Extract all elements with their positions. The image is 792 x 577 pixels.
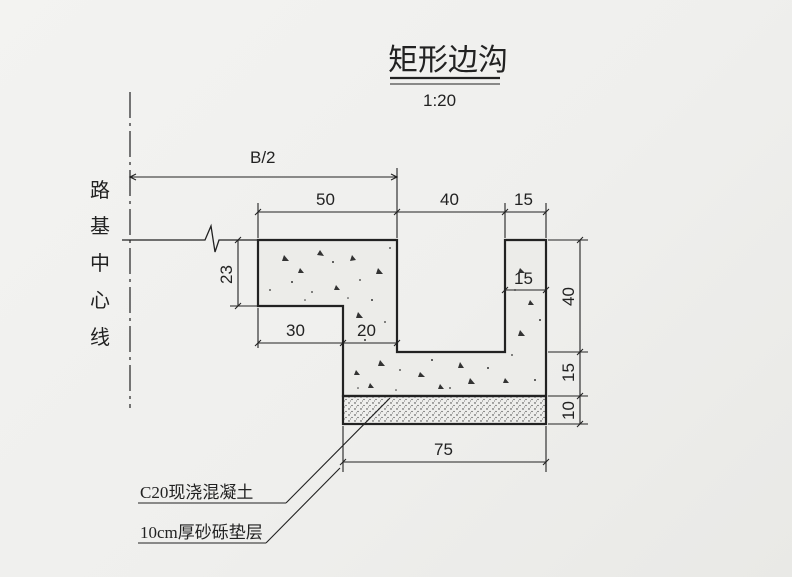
break-line: [122, 223, 258, 253]
drawing-scale: 1:20: [423, 91, 456, 110]
dim-right-column: [548, 236, 588, 428]
leader-lines: [138, 397, 391, 544]
dim-base-slab: 15: [559, 363, 578, 382]
dim-inner-right: [501, 286, 550, 294]
dim-left-step: [230, 236, 258, 310]
dim-channel-depth: 40: [559, 287, 578, 306]
dim-lower-left-offset: 30: [286, 321, 305, 340]
centerline-char-3: 中: [90, 251, 110, 275]
centerline-char-1: 路: [90, 178, 110, 202]
dim-cushion: 10: [559, 401, 578, 420]
centerline-label: 路 基 中 心 线: [90, 178, 110, 349]
centerline-char-4: 心: [90, 288, 110, 312]
dim-channel-width: 40: [440, 190, 459, 209]
dim-lower-left: [254, 308, 401, 348]
legend-concrete: C20现浇混凝土: [140, 483, 253, 502]
centerline-char-2: 基: [90, 214, 110, 238]
dim-top-left-width: 50: [316, 190, 335, 209]
dim-lower-left-wall: 20: [357, 321, 376, 340]
concrete-aggregate: [269, 247, 541, 391]
cushion-layer: [341, 394, 548, 426]
centerline-char-5: 线: [90, 325, 110, 349]
dim-bottom: [339, 426, 550, 472]
dim-right-wall-width: 15: [514, 190, 533, 209]
dim-top-row: [254, 203, 550, 238]
dim-half-width: [128, 168, 399, 238]
dim-inner-right-step: 15: [514, 269, 533, 288]
dim-left-step-height: 23: [217, 265, 236, 284]
dim-half-width-label: B/2: [250, 148, 276, 167]
drawing-title: 矩形边沟: [388, 43, 508, 78]
concrete-section: [256, 238, 548, 398]
dim-bottom-width: 75: [434, 440, 453, 459]
legend-cushion: 10cm厚砂砾垫层: [140, 523, 263, 542]
